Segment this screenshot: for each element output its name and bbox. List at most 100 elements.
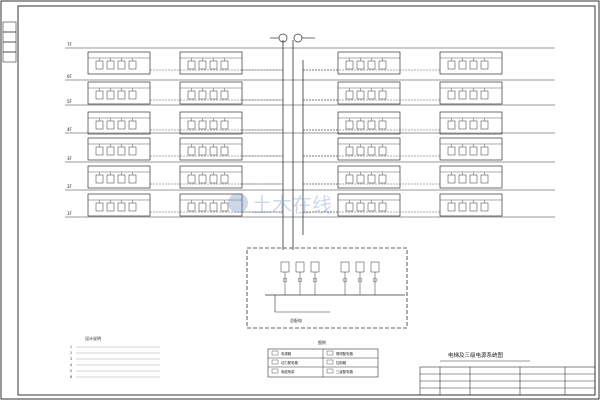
breaker	[220, 90, 229, 100]
watermark: 土木在线	[228, 193, 332, 217]
breaker	[128, 202, 137, 212]
breaker	[95, 202, 104, 212]
floor-label: 6F	[67, 74, 73, 79]
breaker	[95, 174, 104, 184]
breaker	[356, 146, 365, 156]
legend-symbol	[271, 350, 279, 356]
breaker	[117, 60, 126, 70]
substation-breaker	[355, 261, 365, 295]
breaker	[187, 60, 196, 70]
panel-box	[303, 193, 401, 217]
title-block	[419, 366, 596, 396]
breaker	[106, 202, 115, 212]
breaker	[209, 146, 218, 156]
legend-items: 电源箱照明配电箱动力配电箱控制箱电缆桥架三级配电箱	[271, 350, 354, 374]
panel-box	[303, 81, 503, 105]
breaker	[128, 174, 137, 184]
substation-breaker	[280, 261, 290, 295]
panel-box	[179, 51, 283, 75]
breaker	[447, 202, 456, 212]
breaker	[95, 60, 104, 70]
breaker	[220, 174, 229, 184]
breaker	[469, 146, 478, 156]
breaker	[469, 120, 478, 130]
panel-box	[87, 51, 283, 75]
main-risers	[282, 40, 304, 250]
breaker	[469, 174, 478, 184]
breaker	[117, 146, 126, 156]
breaker	[356, 120, 365, 130]
breaker	[345, 202, 354, 212]
panel-box	[303, 193, 503, 217]
breaker	[198, 120, 207, 130]
breaker	[458, 146, 467, 156]
breaker	[209, 174, 218, 184]
breaker	[458, 90, 467, 100]
breaker	[447, 90, 456, 100]
legend-label: 动力配电箱	[281, 360, 299, 365]
breaker	[220, 120, 229, 130]
breaker	[480, 60, 489, 70]
breaker	[356, 174, 365, 184]
breaker	[220, 60, 229, 70]
breaker	[187, 174, 196, 184]
breaker	[187, 202, 196, 212]
legend-label: 控制箱	[336, 360, 347, 365]
legend-heading: 图例	[318, 339, 326, 345]
panel-box	[303, 51, 401, 75]
breaker	[345, 120, 354, 130]
floor-label: 5F	[67, 99, 73, 104]
breaker	[447, 120, 456, 130]
breaker	[117, 90, 126, 100]
breaker	[117, 202, 126, 212]
breaker	[469, 202, 478, 212]
breaker	[356, 202, 365, 212]
breaker	[378, 174, 387, 184]
breaker	[447, 174, 456, 184]
panel-box	[303, 111, 503, 135]
legend-label: 电源箱	[281, 351, 292, 356]
breaker	[117, 174, 126, 184]
breaker	[106, 90, 115, 100]
note-line: 6	[70, 375, 72, 379]
breaker	[356, 60, 365, 70]
legend-symbol	[271, 359, 279, 365]
drawing-title: 电梯及三级电源系统图	[448, 351, 504, 359]
breaker	[106, 146, 115, 156]
panel-box	[303, 165, 503, 189]
panel-box	[87, 193, 283, 217]
breaker	[458, 202, 467, 212]
note-line: 2	[70, 351, 72, 355]
breaker	[378, 202, 387, 212]
breaker	[198, 60, 207, 70]
breaker	[209, 202, 218, 212]
floor-label: 7F	[67, 42, 73, 47]
breaker	[209, 120, 218, 130]
substation-breaker	[370, 261, 380, 295]
panel-box	[303, 111, 401, 135]
watermark-text: 土木在线	[252, 193, 332, 217]
breaker	[458, 174, 467, 184]
breaker	[209, 90, 218, 100]
breaker	[378, 60, 387, 70]
breaker	[447, 60, 456, 70]
substation-block: 总配电	[246, 247, 408, 329]
breaker	[187, 90, 196, 100]
breaker	[128, 60, 137, 70]
floor-label: 4F	[67, 127, 73, 132]
breaker	[209, 60, 218, 70]
breaker	[367, 202, 376, 212]
legend-block: 图例 电源箱照明配电箱动力配电箱控制箱电缆桥架三级配电箱	[267, 339, 379, 378]
breaker	[458, 120, 467, 130]
breaker	[345, 90, 354, 100]
panel-box	[87, 137, 283, 161]
legend-symbol	[326, 359, 334, 365]
inner-border	[17, 5, 596, 396]
distribution-panels	[87, 51, 503, 217]
legend-symbol	[326, 350, 334, 356]
panel-box	[303, 137, 503, 161]
breaker	[367, 120, 376, 130]
breaker	[198, 174, 207, 184]
